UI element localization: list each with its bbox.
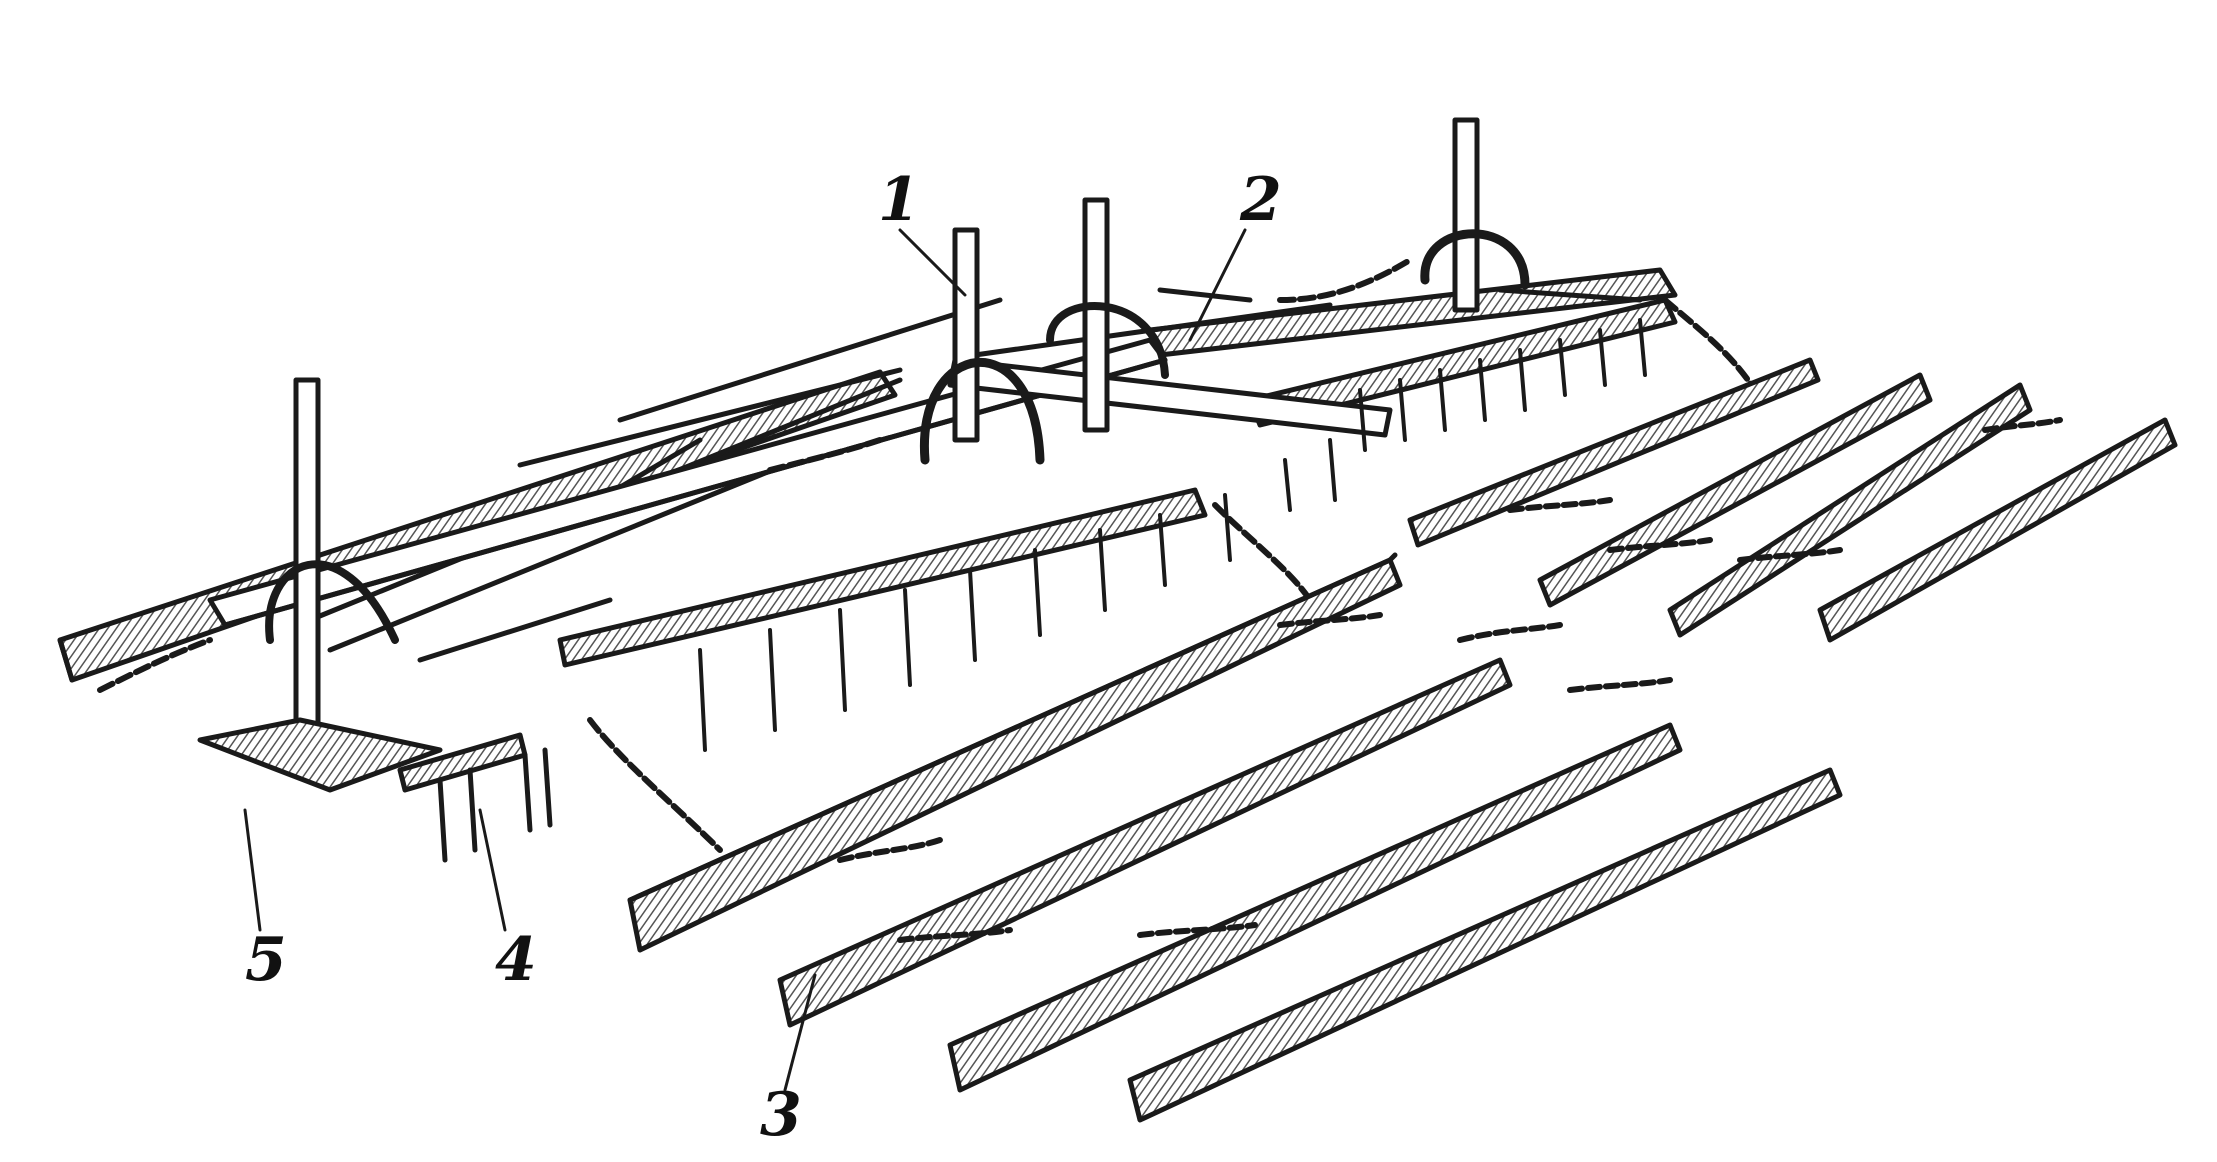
callout-3: 3 <box>760 1080 802 1150</box>
lifting-post-left <box>197 377 443 793</box>
callout-2: 2 <box>1240 165 1282 235</box>
callout-5: 5 <box>245 925 287 995</box>
harrow-teeth-left <box>698 438 1337 752</box>
callout-1: 1 <box>878 165 920 235</box>
smoothing-bars-lower <box>627 552 1843 1123</box>
lifting-post-center-rear <box>1046 197 1169 433</box>
callout-leaders <box>243 228 1247 1092</box>
drag-chains <box>97 257 1763 853</box>
smoothing-bars-upper <box>1407 357 2178 643</box>
small-toothed-bar <box>397 732 553 863</box>
lifting-post-right <box>1420 117 1530 313</box>
lifting-post-center <box>919 227 1045 465</box>
harrow-teeth-right <box>1358 318 1647 452</box>
callout-4: 4 <box>495 925 537 995</box>
